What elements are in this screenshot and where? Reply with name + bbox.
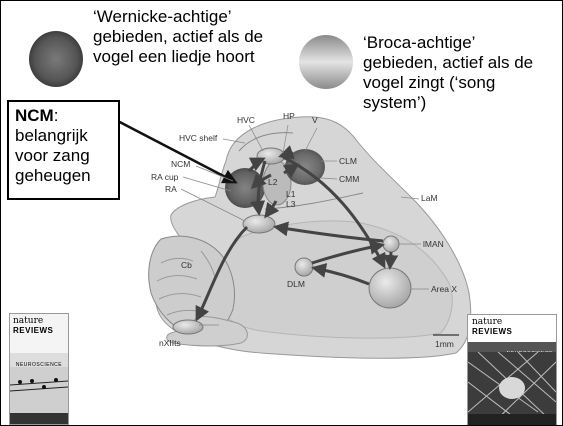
cover-left-brand: nature [13,317,65,326]
label-lam: LaM [421,193,438,203]
wernicke-legend-text: ‘Wernicke-achtige’ gebieden, actief als … [93,7,293,67]
journal-cover-right: nature REVIEWS NEUROSCIENCE [467,314,557,426]
label-cb: Cb [181,260,192,270]
label-l1: L1 [286,189,296,199]
label-ncm: NCM [171,159,190,169]
area-x-nucleus [369,268,411,308]
ncm-description: belangrijk voor zang geheugen [15,126,91,185]
broca-legend-text: ‘Broca-achtige’ gebieden, actief als de … [363,33,563,113]
ncm-colon: : [54,106,59,125]
cover-right-image [468,352,556,426]
label-hp: HP [283,111,295,121]
arrow-lman-to-areax [390,252,391,267]
label-l2: L2 [268,177,278,187]
label-clm: CLM [339,156,357,166]
label-ra: RA [165,184,177,194]
cover-right-brand: nature [472,318,552,327]
lman-nucleus [383,236,399,252]
cover-right-sub: REVIEWS [472,327,552,336]
wernicke-legend-circle [29,31,83,87]
label-area-x: Area X [431,284,457,294]
ra-nucleus [243,215,275,233]
label-l3: L3 [286,199,296,209]
label-hvc-shelf: HVC shelf [179,133,218,143]
label-v: V [312,115,318,125]
label-lman: lMAN [423,239,444,249]
label-cmm: CMM [339,174,359,184]
label-dlm: DLM [287,279,305,289]
journal-cover-left: nature REVIEWS NEUROSCIENCE [9,313,69,425]
label-ra-cup: RA cup [151,172,179,182]
scale-label: 1mm [435,339,454,349]
label-hvc: HVC [237,115,255,125]
ncm-callout-box: NCM: belangrijk voor zang geheugen [7,100,120,200]
broca-legend-circle [299,35,353,89]
label-nxllts: nXIIts [159,338,181,348]
dlm-nucleus [295,258,313,276]
nxllts-nucleus [173,320,203,334]
cover-left-image [10,367,68,425]
cover-left-sub: REVIEWS [13,326,65,335]
ncm-title: NCM [15,106,54,125]
